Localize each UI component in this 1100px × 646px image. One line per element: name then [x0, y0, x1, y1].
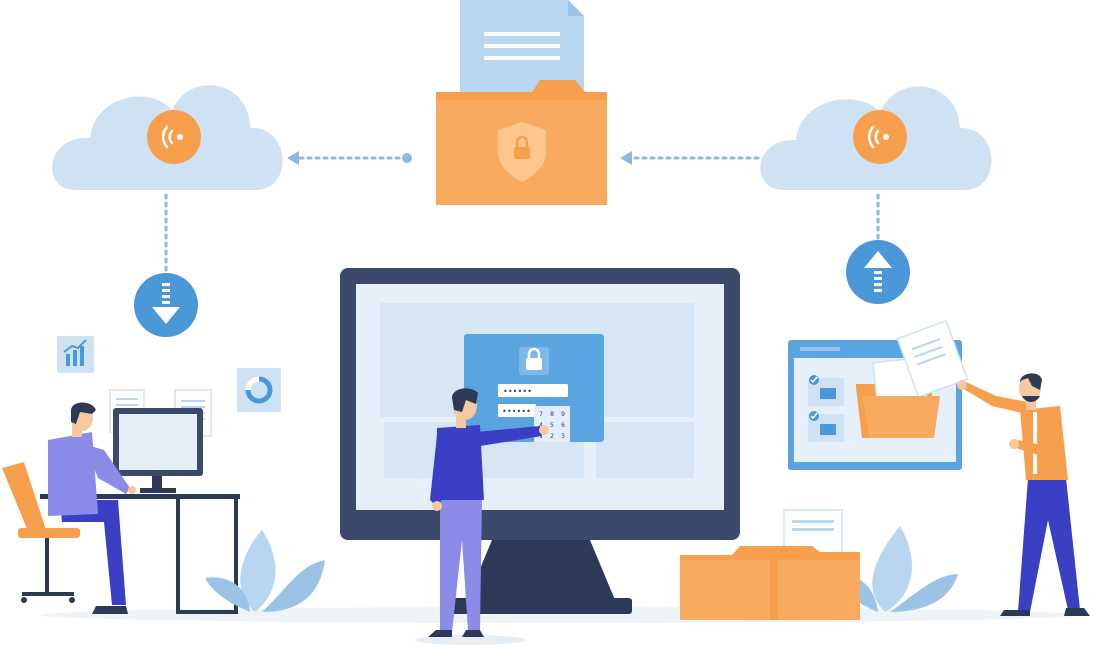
key-6[interactable]: 6 — [561, 422, 565, 429]
transfer-arrow-right — [620, 151, 764, 165]
person-right — [957, 373, 1090, 616]
upload-badge — [846, 240, 910, 304]
plant-left — [205, 530, 325, 612]
key-4[interactable]: 4 — [539, 422, 543, 429]
check-icon — [809, 411, 819, 421]
key-2[interactable]: 2 — [550, 433, 554, 440]
folder-icon — [820, 424, 836, 435]
password-field-1-value: •••••• — [503, 387, 532, 396]
password-field-2[interactable] — [498, 404, 536, 417]
keypad[interactable]: 7 8 9 4 5 6 1 2 3 — [534, 406, 570, 442]
person-center — [428, 388, 549, 637]
arrow-down-icon — [152, 283, 180, 324]
wifi-signal-icon — [868, 125, 889, 149]
download-badge — [134, 273, 198, 337]
padlock-icon — [526, 347, 542, 370]
wifi-signal-icon — [162, 125, 183, 149]
key-9[interactable]: 9 — [561, 411, 565, 418]
chart-card-icon — [57, 336, 94, 373]
password-field-2-value: •••••• — [502, 407, 531, 416]
bottom-folders — [680, 509, 860, 620]
key-8[interactable]: 8 — [550, 411, 554, 418]
secure-folder — [436, 0, 607, 205]
password-field-1[interactable] — [498, 384, 568, 397]
key-5[interactable]: 5 — [550, 422, 554, 429]
shield-lock-icon — [498, 122, 546, 182]
office-chair — [2, 462, 80, 603]
check-icon — [809, 375, 819, 385]
cloud-left — [52, 85, 283, 190]
person-left — [48, 402, 136, 614]
arrow-up-icon — [864, 251, 892, 292]
key-7[interactable]: 7 — [539, 411, 543, 418]
desk-computer — [113, 408, 203, 493]
key-1[interactable]: 1 — [539, 433, 543, 440]
donut-card-icon — [237, 368, 281, 412]
transfer-arrow-left — [287, 151, 412, 165]
desk — [40, 494, 240, 614]
login-window: •••••• •••••• 7 8 9 4 5 6 1 2 3 — [464, 334, 604, 442]
file-window — [788, 319, 969, 470]
cloud-right — [760, 86, 992, 190]
key-3[interactable]: 3 — [561, 433, 565, 440]
folder-icon — [820, 388, 836, 399]
